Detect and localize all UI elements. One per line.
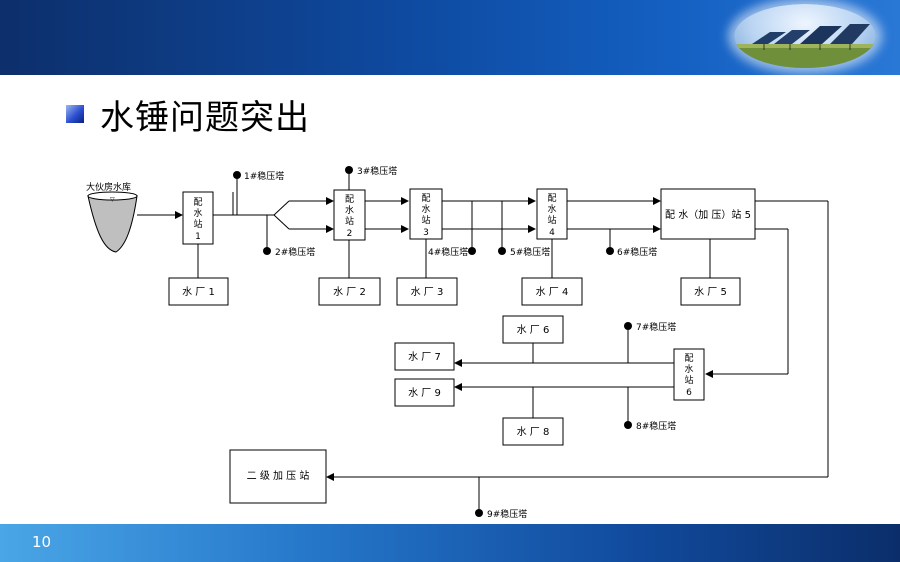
station-2: 配 水 站 2 <box>333 189 366 241</box>
svg-text:2#稳压塔: 2#稳压塔 <box>275 246 315 258</box>
water-plant-1: 水 厂 1 <box>168 277 229 306</box>
solar-panel-logo <box>734 4 876 68</box>
svg-text:配 水（加 压）站 5: 配 水（加 压）站 5 <box>665 208 751 221</box>
svg-text:1#稳压塔: 1#稳压塔 <box>244 170 284 182</box>
svg-text:3: 3 <box>423 228 429 238</box>
svg-text:9#稳压塔: 9#稳压塔 <box>487 508 527 520</box>
svg-text:水 厂 4: 水 厂 4 <box>536 286 569 298</box>
svg-text:水: 水 <box>193 207 202 219</box>
svg-text:水 厂 3: 水 厂 3 <box>411 286 444 298</box>
svg-text:配: 配 <box>345 194 354 205</box>
svg-text:水 厂 2: 水 厂 2 <box>333 286 366 298</box>
svg-text:站: 站 <box>421 214 430 226</box>
svg-text:站: 站 <box>547 214 556 226</box>
main-pipeline <box>137 197 661 233</box>
svg-text:水: 水 <box>547 203 556 215</box>
svg-text:水: 水 <box>345 204 354 216</box>
svg-text:水 厂 1: 水 厂 1 <box>182 286 215 298</box>
reservoir-surface <box>87 191 138 201</box>
surge-tower-4: 4#稳压塔 <box>428 229 476 258</box>
svg-text:水 厂 6: 水 厂 6 <box>517 324 550 336</box>
surge-tower-9: 9#稳压塔 <box>475 508 527 520</box>
svg-text:站: 站 <box>193 218 202 230</box>
reservoir-label: 大伙房水库 <box>86 181 131 193</box>
page-number: 10 <box>32 533 52 551</box>
surge-tower-1: 1#稳压塔 <box>233 170 284 182</box>
svg-text:水: 水 <box>684 363 693 375</box>
water-plant-4: 水 厂 4 <box>521 277 583 306</box>
svg-text:水 厂 8: 水 厂 8 <box>517 426 550 438</box>
slide-title: 水锤问题突出 <box>66 92 310 138</box>
water-plant-3: 水 厂 3 <box>396 277 458 306</box>
slide-title-text: 水锤问题突出 <box>100 97 310 138</box>
water-plant-6: 水 厂 6 <box>502 315 564 344</box>
station-4: 配 水 站 4 <box>536 188 568 240</box>
surge-tower-3: 3#稳压塔 <box>345 165 397 190</box>
header-bar <box>0 0 900 75</box>
station-3: 配 水 站 3 <box>409 188 443 240</box>
svg-text:1: 1 <box>195 232 201 242</box>
station-1: 配 水 站 1 <box>182 191 214 245</box>
reservoir-shape <box>87 195 138 253</box>
svg-text:配: 配 <box>684 353 693 364</box>
svg-text:3#稳压塔: 3#稳压塔 <box>357 165 397 177</box>
svg-text:▽: ▽ <box>110 196 115 203</box>
surge-tower-2: 2#稳压塔 <box>263 215 315 258</box>
svg-text:水: 水 <box>421 203 430 215</box>
station-6: 配 水 站 6 <box>673 348 705 401</box>
svg-text:水 厂 7: 水 厂 7 <box>408 351 441 363</box>
water-plant-9: 水 厂 9 <box>394 378 455 407</box>
surge-tower-6: 6#稳压塔 <box>606 229 657 258</box>
svg-text:6: 6 <box>686 388 692 398</box>
svg-text:5#稳压塔: 5#稳压塔 <box>510 246 550 258</box>
svg-text:7#稳压塔: 7#稳压塔 <box>636 321 676 333</box>
surge-tower-5: 5#稳压塔 <box>498 229 550 258</box>
surge-tower-7: 7#稳压塔 <box>624 321 676 333</box>
footer-bar: 10 <box>0 524 900 562</box>
surge-tower-8: 8#稳压塔 <box>624 420 676 432</box>
water-plant-7: 水 厂 7 <box>394 342 455 371</box>
secondary-booster-station: 二 级 加 压 站 <box>229 449 327 504</box>
water-plant-8: 水 厂 8 <box>502 417 564 446</box>
svg-text:4: 4 <box>549 228 555 238</box>
svg-text:站: 站 <box>345 215 354 227</box>
svg-text:8#稳压塔: 8#稳压塔 <box>636 420 676 432</box>
svg-text:配: 配 <box>547 193 556 204</box>
water-plant-5: 水 厂 5 <box>680 277 741 306</box>
svg-text:配: 配 <box>421 193 430 204</box>
reservoir: 大伙房水库 ▽ <box>86 181 138 253</box>
svg-text:6#稳压塔: 6#稳压塔 <box>617 246 657 258</box>
svg-text:水 厂 5: 水 厂 5 <box>694 286 727 298</box>
square-bullet-icon <box>66 105 84 123</box>
station-5: 配 水（加 压）站 5 <box>660 188 756 240</box>
svg-text:二 级 加 压 站: 二 级 加 压 站 <box>247 469 310 482</box>
svg-text:站: 站 <box>684 374 693 386</box>
svg-text:2: 2 <box>347 229 353 239</box>
svg-text:配: 配 <box>193 197 202 208</box>
svg-text:4#稳压塔: 4#稳压塔 <box>428 246 468 258</box>
svg-text:水 厂 9: 水 厂 9 <box>408 387 441 399</box>
water-plant-2: 水 厂 2 <box>318 277 381 306</box>
